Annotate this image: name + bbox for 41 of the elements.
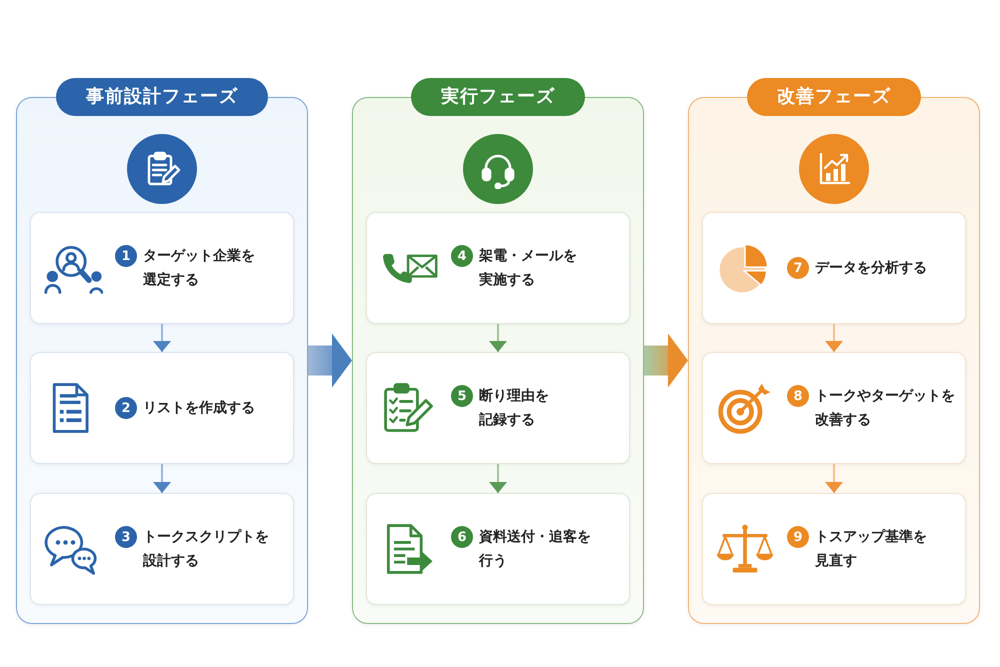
step-card [30, 352, 294, 464]
phase-title-banner: 改善フェーズ [747, 78, 921, 116]
phase-title-banner: 実行フェーズ [411, 78, 585, 116]
arrow [153, 464, 171, 493]
step-text: トスアップ基準を見直す [815, 528, 928, 571]
phase-panel [16, 78, 308, 624]
arrow [825, 464, 843, 493]
step-card [30, 493, 294, 605]
step-number: 6 [451, 526, 473, 548]
step-card [30, 212, 294, 324]
step-card [702, 352, 966, 464]
step-number: 1 [115, 245, 137, 267]
phase-title-banner: 事前設計フェーズ [56, 78, 268, 116]
step-text: 断り理由を記録する [479, 387, 550, 430]
phase-panel [352, 78, 644, 624]
step-text: 資料送付・追客を行う [479, 528, 592, 571]
step-text: トークスクリプトを設計する [143, 528, 270, 571]
step-text: 架電・メールを実施する [479, 247, 578, 290]
step-card [702, 493, 966, 605]
step-number: 8 [787, 385, 809, 407]
step-number: 3 [115, 526, 137, 548]
step-number: 2 [115, 397, 137, 419]
arrow [153, 324, 171, 352]
step-card [702, 212, 966, 324]
arrow [825, 324, 843, 352]
block-arrow [308, 334, 352, 388]
step-card [366, 352, 630, 464]
step-number: 4 [451, 245, 473, 267]
block-arrow [644, 334, 688, 388]
step-card [366, 493, 630, 605]
phase-panel [688, 78, 980, 624]
step-text: リストを作成する [143, 399, 256, 418]
step-card [366, 212, 630, 324]
step-number: 9 [787, 526, 809, 548]
step-number: 5 [451, 385, 473, 407]
step-text: トークやターゲットを改善する [815, 387, 956, 430]
arrow [489, 464, 507, 493]
step-number: 7 [787, 257, 809, 279]
step-text: ターゲット企業を選定する [143, 247, 256, 290]
step-text: データを分析する [815, 259, 928, 278]
arrow [489, 324, 507, 352]
